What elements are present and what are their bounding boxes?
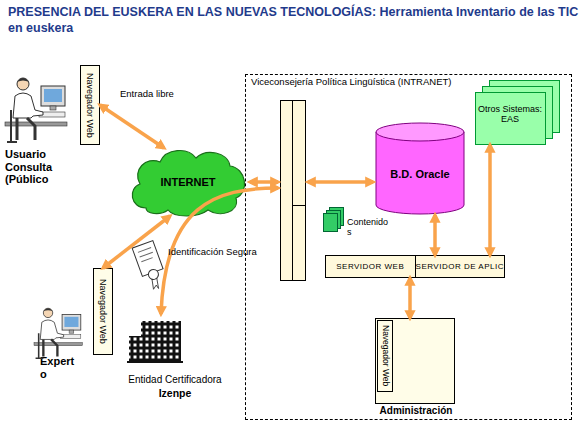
node-text: Administración xyxy=(370,405,462,417)
edge-label: Entrada libre xyxy=(120,88,174,99)
flow-arrow xyxy=(488,145,492,255)
diagram-title: PRESENCIA DEL EUSKERA EN LAS NUEVAS TECN… xyxy=(8,4,580,37)
node-text: Contenido s xyxy=(347,217,391,238)
server-bar: SERVIDOR WEBSERVIDOR DE APLIC xyxy=(325,255,505,278)
user-computer-icon xyxy=(5,78,67,142)
internet-firewall-arrow xyxy=(250,180,278,184)
expert-figure: Expert o xyxy=(35,300,95,385)
systems-stack: Otros Sistemas: EAS xyxy=(475,80,560,145)
flow-arrow xyxy=(103,216,170,268)
doc-sheet xyxy=(324,214,338,232)
node-text: Navegador Web xyxy=(380,325,390,386)
node-text: Usuario Consulta (Público xyxy=(5,148,77,186)
firewall-bar xyxy=(281,100,306,281)
browser-box: Navegador Web xyxy=(80,65,100,145)
browser-box: Navegador Web xyxy=(93,268,113,355)
node-text: SERVIDOR WEB xyxy=(326,256,415,277)
node-text: INTERNET xyxy=(161,176,216,189)
expert-computer-icon xyxy=(34,308,82,358)
flow-arrow xyxy=(433,215,437,255)
building-icon xyxy=(127,321,183,363)
intranet-boundary: Viceconsejería Política Lingüística (INT… xyxy=(245,74,572,420)
flow-arrow xyxy=(408,278,412,318)
node-text: Otros Sistemas: EAS xyxy=(477,104,543,125)
flow-arrow xyxy=(100,105,164,148)
node-text: Navegador Web xyxy=(85,73,95,138)
connector-layer xyxy=(100,105,490,318)
node-text: Viceconsejería Política Lingüística (INT… xyxy=(251,77,451,88)
database-cylinder: B.D. Oracle xyxy=(375,122,465,215)
firewall-database-arrow xyxy=(308,180,373,184)
certificate-icon xyxy=(132,241,169,293)
user-figure: Usuario Consulta (Público xyxy=(5,70,80,195)
internet-cloud: INTERNET xyxy=(128,148,248,216)
page-sheet xyxy=(476,93,546,145)
node-text: Expert o xyxy=(40,355,80,380)
admin-box: AdministraciónNavegador Web xyxy=(375,318,455,404)
content-docs: Contenido s xyxy=(323,207,398,247)
node-text: Navegador Web xyxy=(98,279,108,344)
browser-box: Navegador Web xyxy=(377,320,393,392)
note-label: Identificación Segura xyxy=(168,246,257,257)
node-text: SERVIDOR DE APLIC xyxy=(415,256,505,277)
node-text: Izenpe xyxy=(110,387,240,399)
node-text: Entidad Certificadora xyxy=(110,374,240,386)
cylinder-top xyxy=(376,123,464,141)
cloud-shape xyxy=(132,151,244,216)
certification-entity: Entidad CertificadoraIzenpe xyxy=(110,318,240,400)
cylinder-body xyxy=(376,132,464,214)
node-text: B.D. Oracle xyxy=(390,168,449,181)
